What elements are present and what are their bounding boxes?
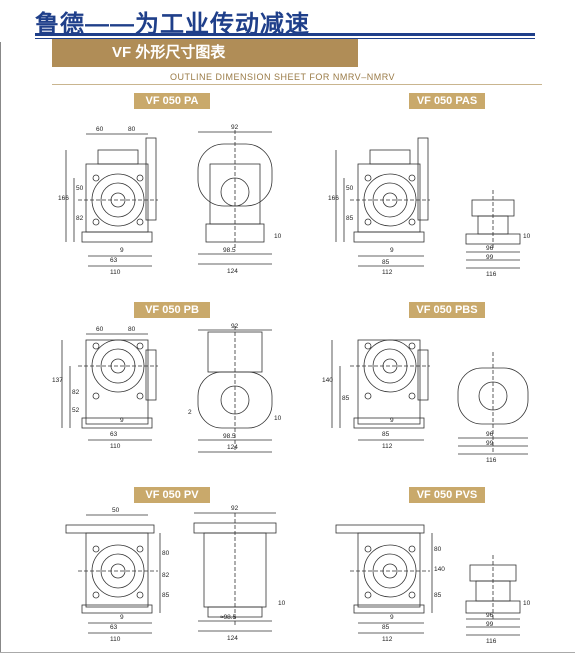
dim-pas-50: 50	[346, 185, 354, 192]
dim-pb-80: 80	[128, 326, 136, 333]
drawing-pa: 60 80 92 166 50 82 9 63 110 98.5 124 10	[48, 120, 284, 280]
dim-pa-80: 80	[128, 126, 136, 133]
drawing-pbs-svg: 140 85 9 85 112 96 99 116	[322, 339, 529, 464]
drawing-pa-svg: 60 80 92 166 50 82 9 63 110 98.5 124 10	[58, 124, 282, 276]
dim-pv-9: 9	[120, 614, 124, 621]
dim-pa-110: 110	[110, 269, 121, 276]
dim-pvs-96: 96	[486, 612, 494, 619]
dim-pbs-99: 99	[486, 440, 494, 447]
drawing-pvs: 80 140 85 9 85 112 96 99 116 10	[318, 505, 546, 645]
model-label-pa: VF 050 PA	[134, 93, 210, 109]
dim-pvs-112: 112	[382, 636, 393, 643]
dim-pv-10: 10	[278, 600, 286, 607]
dim-pv-63: 63	[110, 624, 118, 631]
dim-pb-98-5: 98.5	[223, 433, 236, 440]
dim-pb-124: 124	[227, 444, 238, 451]
dim-pbs-116: 116	[486, 457, 497, 464]
dim-pv-50: 50	[112, 507, 120, 514]
dim-pb-10: 10	[274, 415, 282, 422]
dim-pvs-165: 140	[434, 566, 445, 573]
dim-pa-124: 124	[227, 268, 238, 275]
dim-pa-10: 10	[274, 233, 282, 240]
model-label-pb: VF 050 PB	[134, 302, 210, 318]
model-label-pas: VF 050 PAS	[409, 93, 485, 109]
dim-pas-99: 99	[486, 254, 494, 261]
header-rule	[35, 33, 535, 36]
dim-pvs-85: 85	[434, 592, 442, 599]
dim-pb-63: 63	[110, 431, 118, 438]
dim-pas-10: 10	[523, 233, 531, 240]
drawing-pb-svg: 60 80 92 137 82 52 9 63 110 2 98.5 124 1…	[52, 323, 282, 453]
dim-pa-60: 60	[96, 126, 104, 133]
dim-pb-9: 9	[120, 417, 124, 424]
drawing-pb: 60 80 92 137 82 52 9 63 110 2 98.5 124 1…	[48, 322, 284, 482]
header-rule-thin	[35, 38, 535, 39]
dim-pbs-112: 112	[382, 443, 393, 450]
dim-pa-92: 92	[231, 124, 239, 131]
dim-pvs-116: 116	[486, 638, 497, 645]
dim-pb-2: 2	[188, 409, 192, 416]
drawing-pas-svg: 166 50 85 9 85 112 96 99 116 10	[328, 137, 531, 278]
dim-pv-124: 124	[227, 635, 238, 642]
dim-pbs-96: 96	[486, 431, 494, 438]
dim-pas-96: 96	[486, 245, 494, 252]
drawing-pvs-svg: 80 140 85 9 85 112 96 99 116 10	[335, 524, 531, 645]
dim-pas-166: 166	[328, 195, 339, 202]
dim-pbs-9: 9	[390, 417, 394, 424]
model-label-pbs: VF 050 PBS	[409, 302, 485, 318]
dim-pa-98-5: 98.5	[223, 247, 236, 254]
dim-pa-82: 82	[76, 215, 84, 222]
dim-pb-137: 137	[52, 377, 63, 384]
dim-pa-166: 166	[58, 195, 69, 202]
dim-pa-50: 50	[76, 185, 84, 192]
dim-pv-85: 85	[162, 592, 170, 599]
dim-pvs-99: 99	[486, 621, 494, 628]
dim-pa-9: 9	[120, 247, 124, 254]
drawing-pbs: 140 85 9 85 112 96 99 116	[318, 322, 546, 482]
dim-pv-98-5: ≈98.5	[220, 614, 237, 621]
banner-title: VF 外形尺寸图表	[52, 39, 358, 67]
dim-pb-92: 92	[231, 323, 239, 330]
drawing-pas: 166 50 85 9 85 112 96 99 116 10	[318, 120, 546, 280]
bottom-rule	[0, 652, 575, 653]
dim-pvs-85b: 85	[382, 624, 390, 631]
subtitle-rule	[52, 84, 542, 85]
dim-pv-110: 110	[110, 636, 121, 643]
dim-pb-82: 82	[72, 389, 80, 396]
dim-pas-112: 112	[382, 269, 393, 276]
drawing-pv-svg: 50 92 80 82 85 9 63 110 ≈98.5 124 10	[65, 505, 286, 643]
dim-pb-110: 110	[110, 443, 121, 450]
dim-pas-85: 85	[346, 215, 354, 222]
dim-pb-52: 52	[72, 407, 80, 414]
dim-pv-92: 92	[231, 505, 239, 512]
dim-pas-9: 9	[390, 247, 394, 254]
dim-pbs-85b: 85	[382, 431, 390, 438]
dim-pv-80: 80	[162, 550, 170, 557]
model-label-pv: VF 050 PV	[134, 487, 210, 503]
page-left-frame	[0, 42, 1, 652]
dim-pbs-140: 140	[322, 377, 333, 384]
dim-pb-60: 60	[96, 326, 104, 333]
dim-pas-85b: 85	[382, 259, 390, 266]
dim-pvs-80: 80	[434, 546, 442, 553]
dim-pa-63: 63	[110, 257, 118, 264]
banner-subtitle: OUTLINE DIMENSION SHEET FOR NMRV–NMRV	[170, 72, 396, 82]
dim-pbs-85: 85	[342, 395, 350, 402]
model-label-pvs: VF 050 PVS	[409, 487, 485, 503]
dim-pas-116: 116	[486, 271, 497, 278]
dim-pvs-10: 10	[523, 600, 531, 607]
dim-pv-82: 82	[162, 572, 170, 579]
dim-pvs-9: 9	[390, 614, 394, 621]
drawing-pv: 50 92 80 82 85 9 63 110 ≈98.5 124 10	[48, 505, 286, 645]
